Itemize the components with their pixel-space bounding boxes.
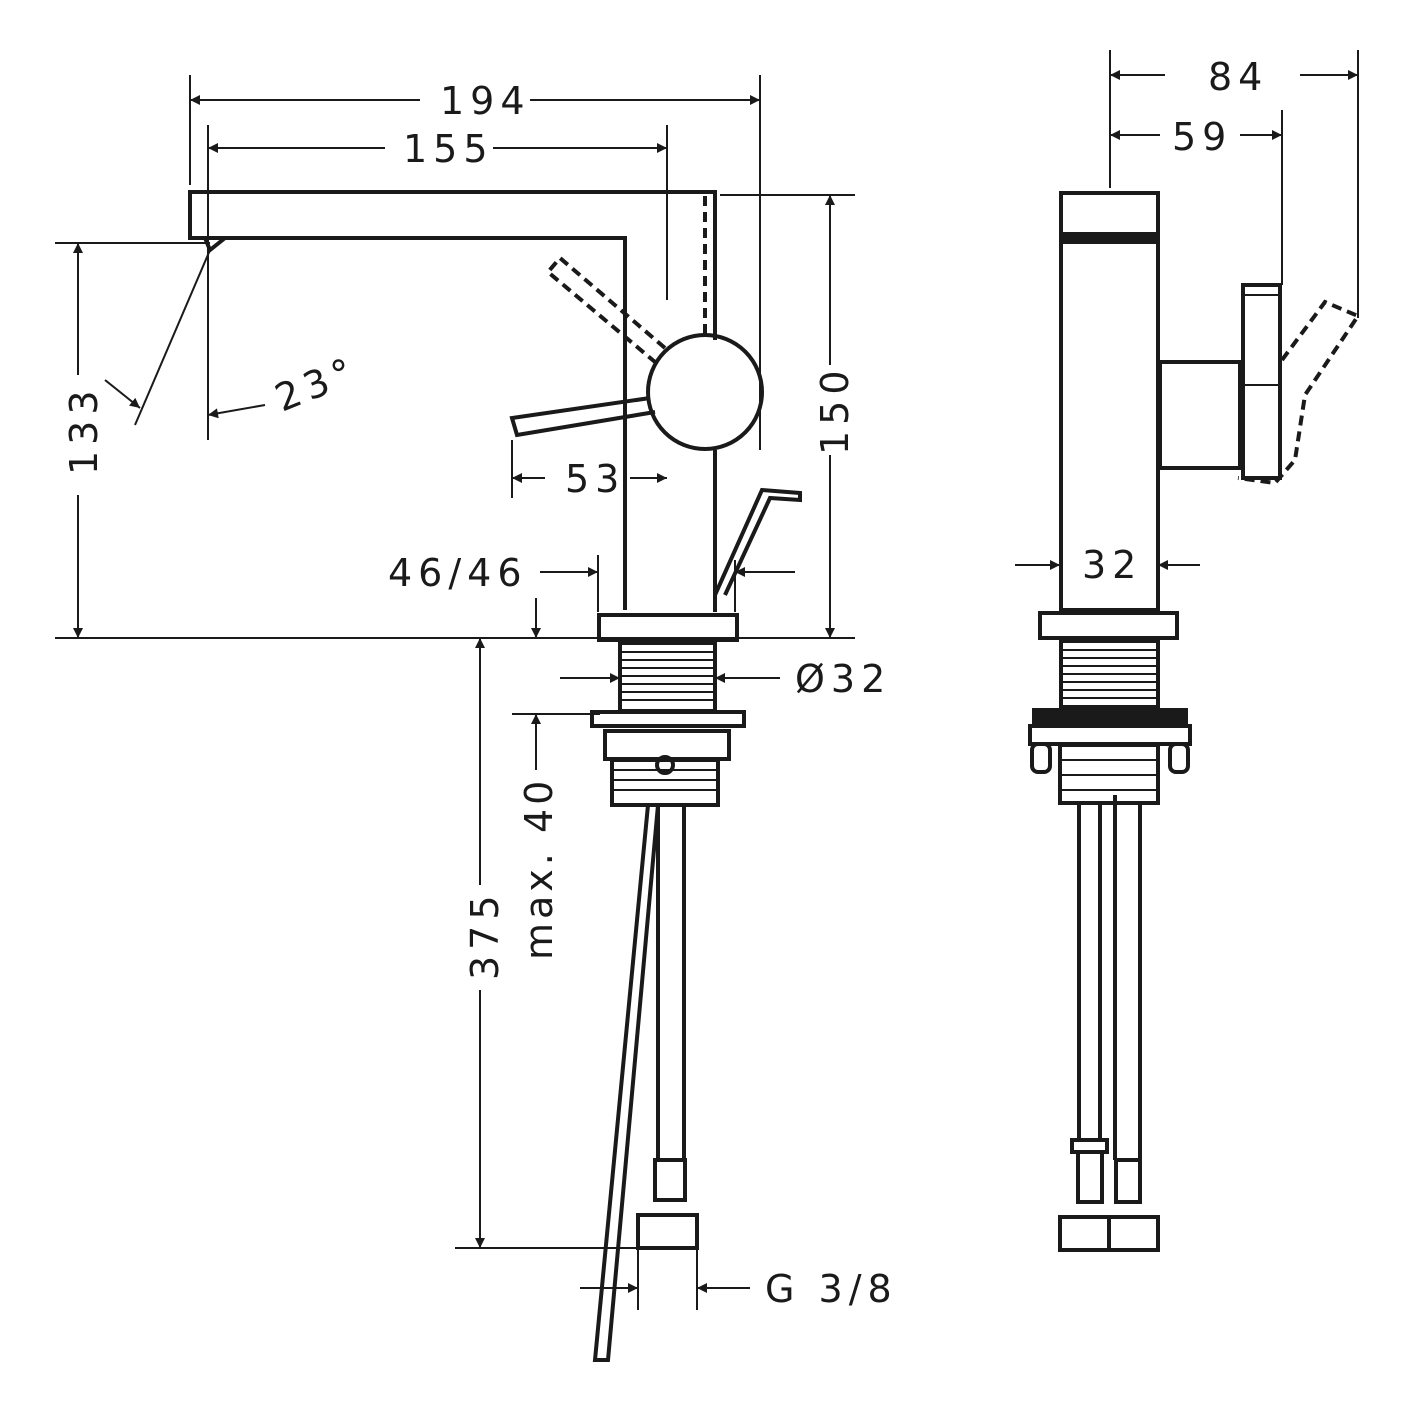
spout-band (1061, 232, 1158, 244)
dim-375: 375 (463, 889, 507, 980)
base-plate-side (1038, 611, 1179, 640)
dim-g-3-8: G 3/8 (765, 1267, 898, 1311)
lever-open-position (545, 255, 667, 364)
popup-rod (713, 487, 802, 596)
lever-open-position-side (1237, 299, 1362, 486)
threaded-shank (618, 641, 717, 713)
dim-84: 84 (1208, 55, 1268, 99)
popup-linkage-rod (592, 804, 660, 1362)
base-plate (597, 613, 739, 642)
dim-46-46: 46/46 (388, 551, 528, 595)
front-dimensions: 194 155 133 150 23° 53 46/46 Ø32 max. 40 (55, 75, 898, 1311)
side-dimensions: 84 59 32 (1015, 50, 1359, 587)
dim-53: 53 (565, 457, 625, 501)
dim-59: 59 (1172, 115, 1232, 159)
dim-150: 150 (813, 364, 857, 455)
dim-133: 133 (62, 384, 106, 475)
fixing-nut-side (1028, 724, 1192, 805)
washer (590, 710, 746, 728)
dim-angle-23: 23° (269, 348, 365, 421)
dim-max-40: max. 40 (517, 777, 561, 960)
threaded-shank-side (1059, 639, 1160, 709)
front-view (188, 190, 802, 1362)
dim-155: 155 (403, 127, 494, 171)
spout (188, 190, 717, 612)
handle-side (1241, 283, 1282, 480)
side-view (1028, 191, 1362, 1252)
dim-32: 32 (1082, 543, 1142, 587)
handle-hub-side (1158, 360, 1242, 470)
supply-hose (636, 805, 699, 1250)
dim-194: 194 (440, 79, 531, 123)
washer-side (1032, 708, 1188, 724)
supply-hoses-side (1058, 795, 1160, 1252)
fixing-nut (603, 729, 731, 807)
handle-hub (646, 333, 764, 451)
dim-thread-diameter: Ø32 (795, 657, 891, 701)
lever-handle (509, 396, 656, 438)
